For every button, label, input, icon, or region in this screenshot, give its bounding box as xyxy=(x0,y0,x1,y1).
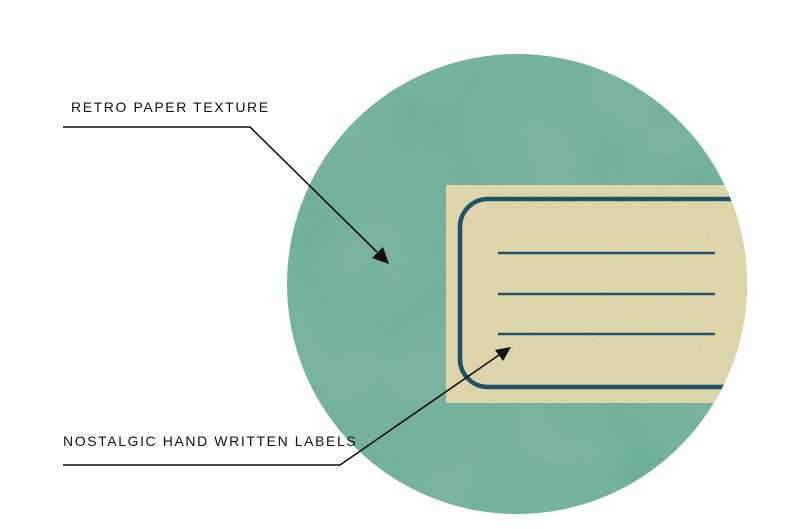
callout-retro-paper-texture: RETRO PAPER TEXTURE xyxy=(71,99,270,115)
label-card xyxy=(446,185,747,403)
arrowhead-icon xyxy=(495,347,511,361)
leader-line-texture xyxy=(63,126,389,264)
arrowhead-icon xyxy=(372,247,389,264)
label-border xyxy=(457,196,747,390)
leader-line-labels xyxy=(63,347,511,466)
callout-hand-written-labels: NOSTALGIC HAND WRITTEN LABELS xyxy=(63,433,358,449)
